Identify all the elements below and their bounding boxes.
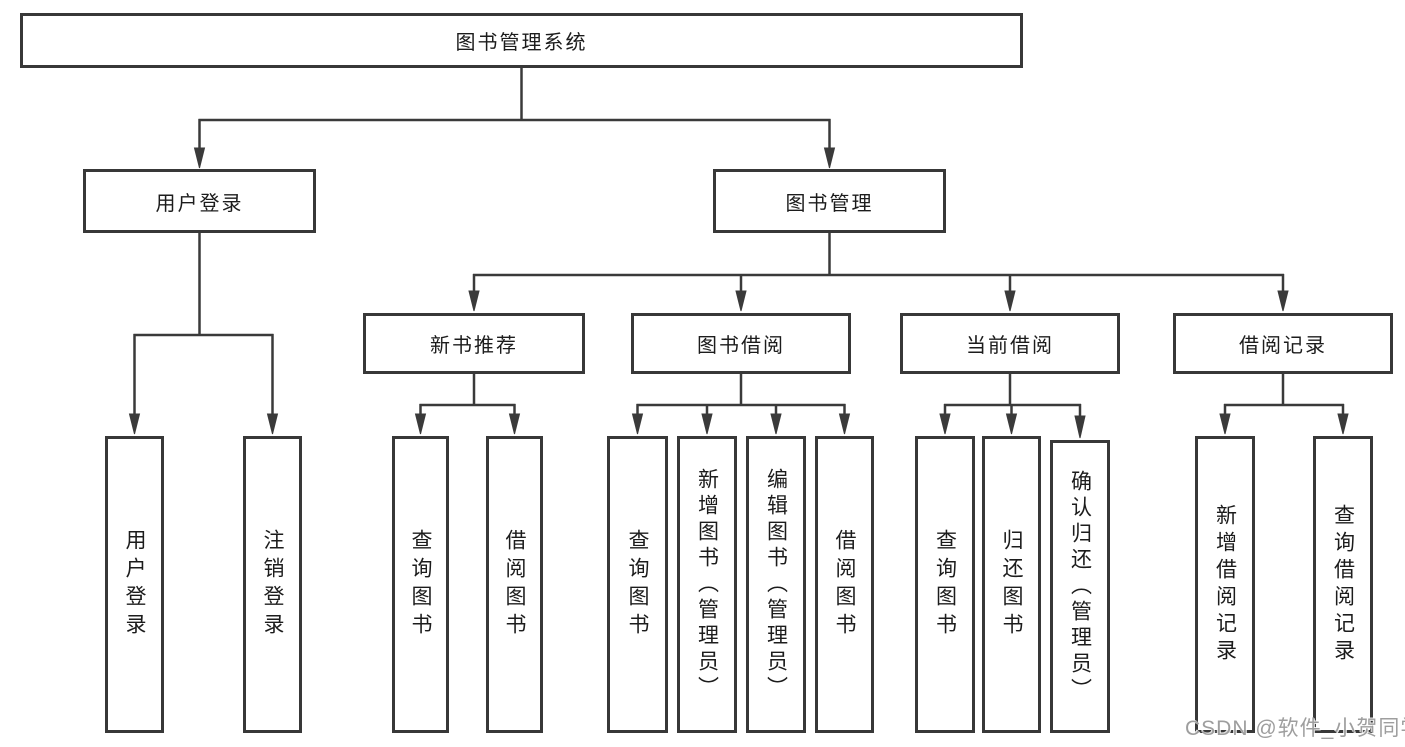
node-new-book-recommendation: 新书推荐 <box>363 313 585 374</box>
leaf-return-books: 归还图书 <box>982 436 1041 733</box>
node-label: 当前借阅 <box>966 335 1054 357</box>
node-book-borrowing: 图书借阅 <box>631 313 851 374</box>
leaf-add-borrow-record: 新增借阅记录 <box>1195 436 1255 733</box>
leaf-query-borrow-record: 查询借阅记录 <box>1313 436 1373 733</box>
leaf-logout: 注销登录 <box>243 436 302 733</box>
node-user-login: 用户登录 <box>83 169 316 233</box>
leaf-confirm-return-admin: 确认归还（管理员） <box>1050 440 1110 733</box>
node-label: 图书管理 <box>785 192 874 215</box>
leaf-edit-books-admin: 编辑图书（管理员） <box>746 436 806 733</box>
node-label: 借阅记录 <box>1239 335 1327 357</box>
node-book-management: 图书管理 <box>713 169 946 233</box>
node-library-management-system: 图书管理系统 <box>20 13 1023 68</box>
leaf-borrow-books: 借阅图书 <box>815 436 874 733</box>
node-current-borrowing: 当前借阅 <box>900 313 1120 374</box>
watermark: CSDN @软件_小贺同学 <box>1185 717 1405 740</box>
node-label: 用户登录 <box>155 192 244 215</box>
node-label: 图书借阅 <box>697 335 785 357</box>
node-label: 图书管理系统 <box>455 32 588 54</box>
leaf-borrow-books: 借阅图书 <box>486 436 543 733</box>
leaf-query-books: 查询图书 <box>915 436 975 733</box>
node-label: 新书推荐 <box>430 335 518 357</box>
leaf-user-login: 用户登录 <box>105 436 164 733</box>
node-borrowing-records: 借阅记录 <box>1173 313 1393 374</box>
leaf-add-books-admin: 新增图书（管理员） <box>677 436 737 733</box>
leaf-query-books: 查询图书 <box>607 436 668 733</box>
leaf-query-books: 查询图书 <box>392 436 449 733</box>
